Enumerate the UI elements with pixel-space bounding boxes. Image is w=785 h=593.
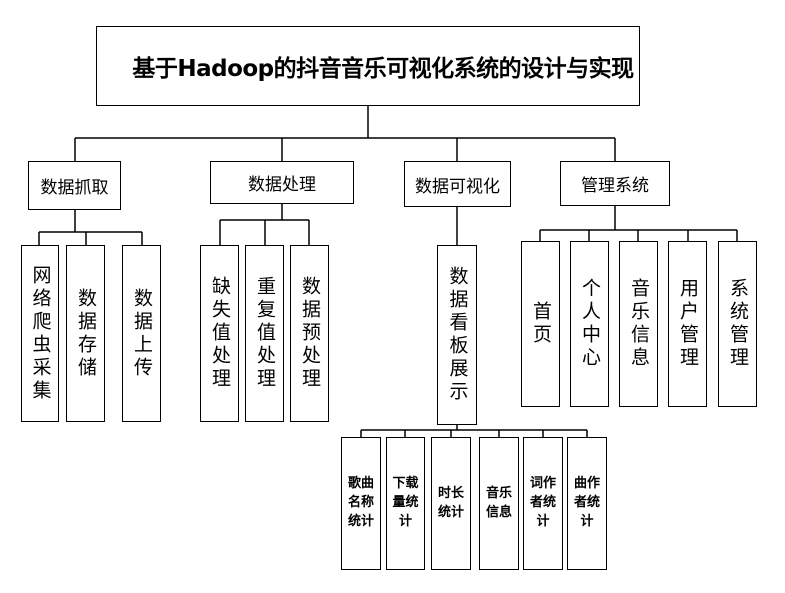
node-label: 网络爬虫采集 xyxy=(29,264,52,403)
node-composer-stats: 曲作 者统 计 xyxy=(567,437,607,570)
root-node: 基于Hadoop的抖音音乐可视化系统的设计与实现 xyxy=(96,26,640,106)
node-label: 缺失值处理 xyxy=(208,276,231,391)
node-label: 数据上传 xyxy=(130,287,153,380)
module-label: 数据可视化 xyxy=(415,176,500,197)
node-label: 数据看板展示 xyxy=(446,266,469,404)
node-data-preprocessing: 数据预处理 xyxy=(290,245,329,422)
module-label: 数据抓取 xyxy=(40,178,109,198)
node-duration-stats: 时长 统计 xyxy=(431,437,471,570)
node-missing-values: 缺失值处理 xyxy=(200,245,239,422)
node-label: 系统管理 xyxy=(726,278,749,370)
node-label: 重复值处理 xyxy=(253,276,276,391)
node-label: 用户管理 xyxy=(676,278,699,370)
node-song-name-stats: 歌曲 名称 统计 xyxy=(341,437,381,570)
node-label: 数据存储 xyxy=(74,287,97,380)
module-data-visualization: 数据可视化 xyxy=(404,161,511,207)
node-home: 首页 xyxy=(521,241,560,407)
node-label: 歌曲 名称 统计 xyxy=(347,476,374,529)
node-duplicate-values: 重复值处理 xyxy=(245,245,284,422)
node-web-crawler: 网络爬虫采集 xyxy=(21,245,59,422)
module-label: 管理系统 xyxy=(581,176,649,196)
diagram-title: 基于Hadoop的抖音音乐可视化系统的设计与实现 xyxy=(132,56,634,82)
module-label: 数据处理 xyxy=(248,175,316,195)
node-user-management: 用户管理 xyxy=(668,241,707,407)
node-music-info-stats: 音乐 信息 xyxy=(479,437,519,570)
node-download-stats: 下载 量统 计 xyxy=(386,437,425,570)
node-data-storage: 数据存储 xyxy=(66,245,105,422)
module-data-processing: 数据处理 xyxy=(210,161,354,204)
node-label: 时长 统计 xyxy=(437,485,464,520)
module-management-system: 管理系统 xyxy=(560,161,670,206)
node-label: 下载 量统 计 xyxy=(392,476,419,529)
node-label: 音乐信息 xyxy=(627,278,650,370)
node-data-upload: 数据上传 xyxy=(122,245,161,422)
node-label: 首页 xyxy=(529,301,552,347)
node-label: 词作 者统 计 xyxy=(529,476,556,529)
node-music-info: 音乐信息 xyxy=(619,241,658,407)
node-system-management: 系统管理 xyxy=(718,241,757,407)
node-dashboard-display: 数据看板展示 xyxy=(437,245,477,425)
module-data-crawl: 数据抓取 xyxy=(28,161,121,210)
node-label: 个人中心 xyxy=(578,278,601,370)
node-label: 曲作 者统 计 xyxy=(573,476,600,529)
node-label: 音乐 信息 xyxy=(485,485,512,520)
node-lyricist-stats: 词作 者统 计 xyxy=(523,437,563,570)
node-label: 数据预处理 xyxy=(298,276,321,391)
node-personal-center: 个人中心 xyxy=(570,241,609,407)
